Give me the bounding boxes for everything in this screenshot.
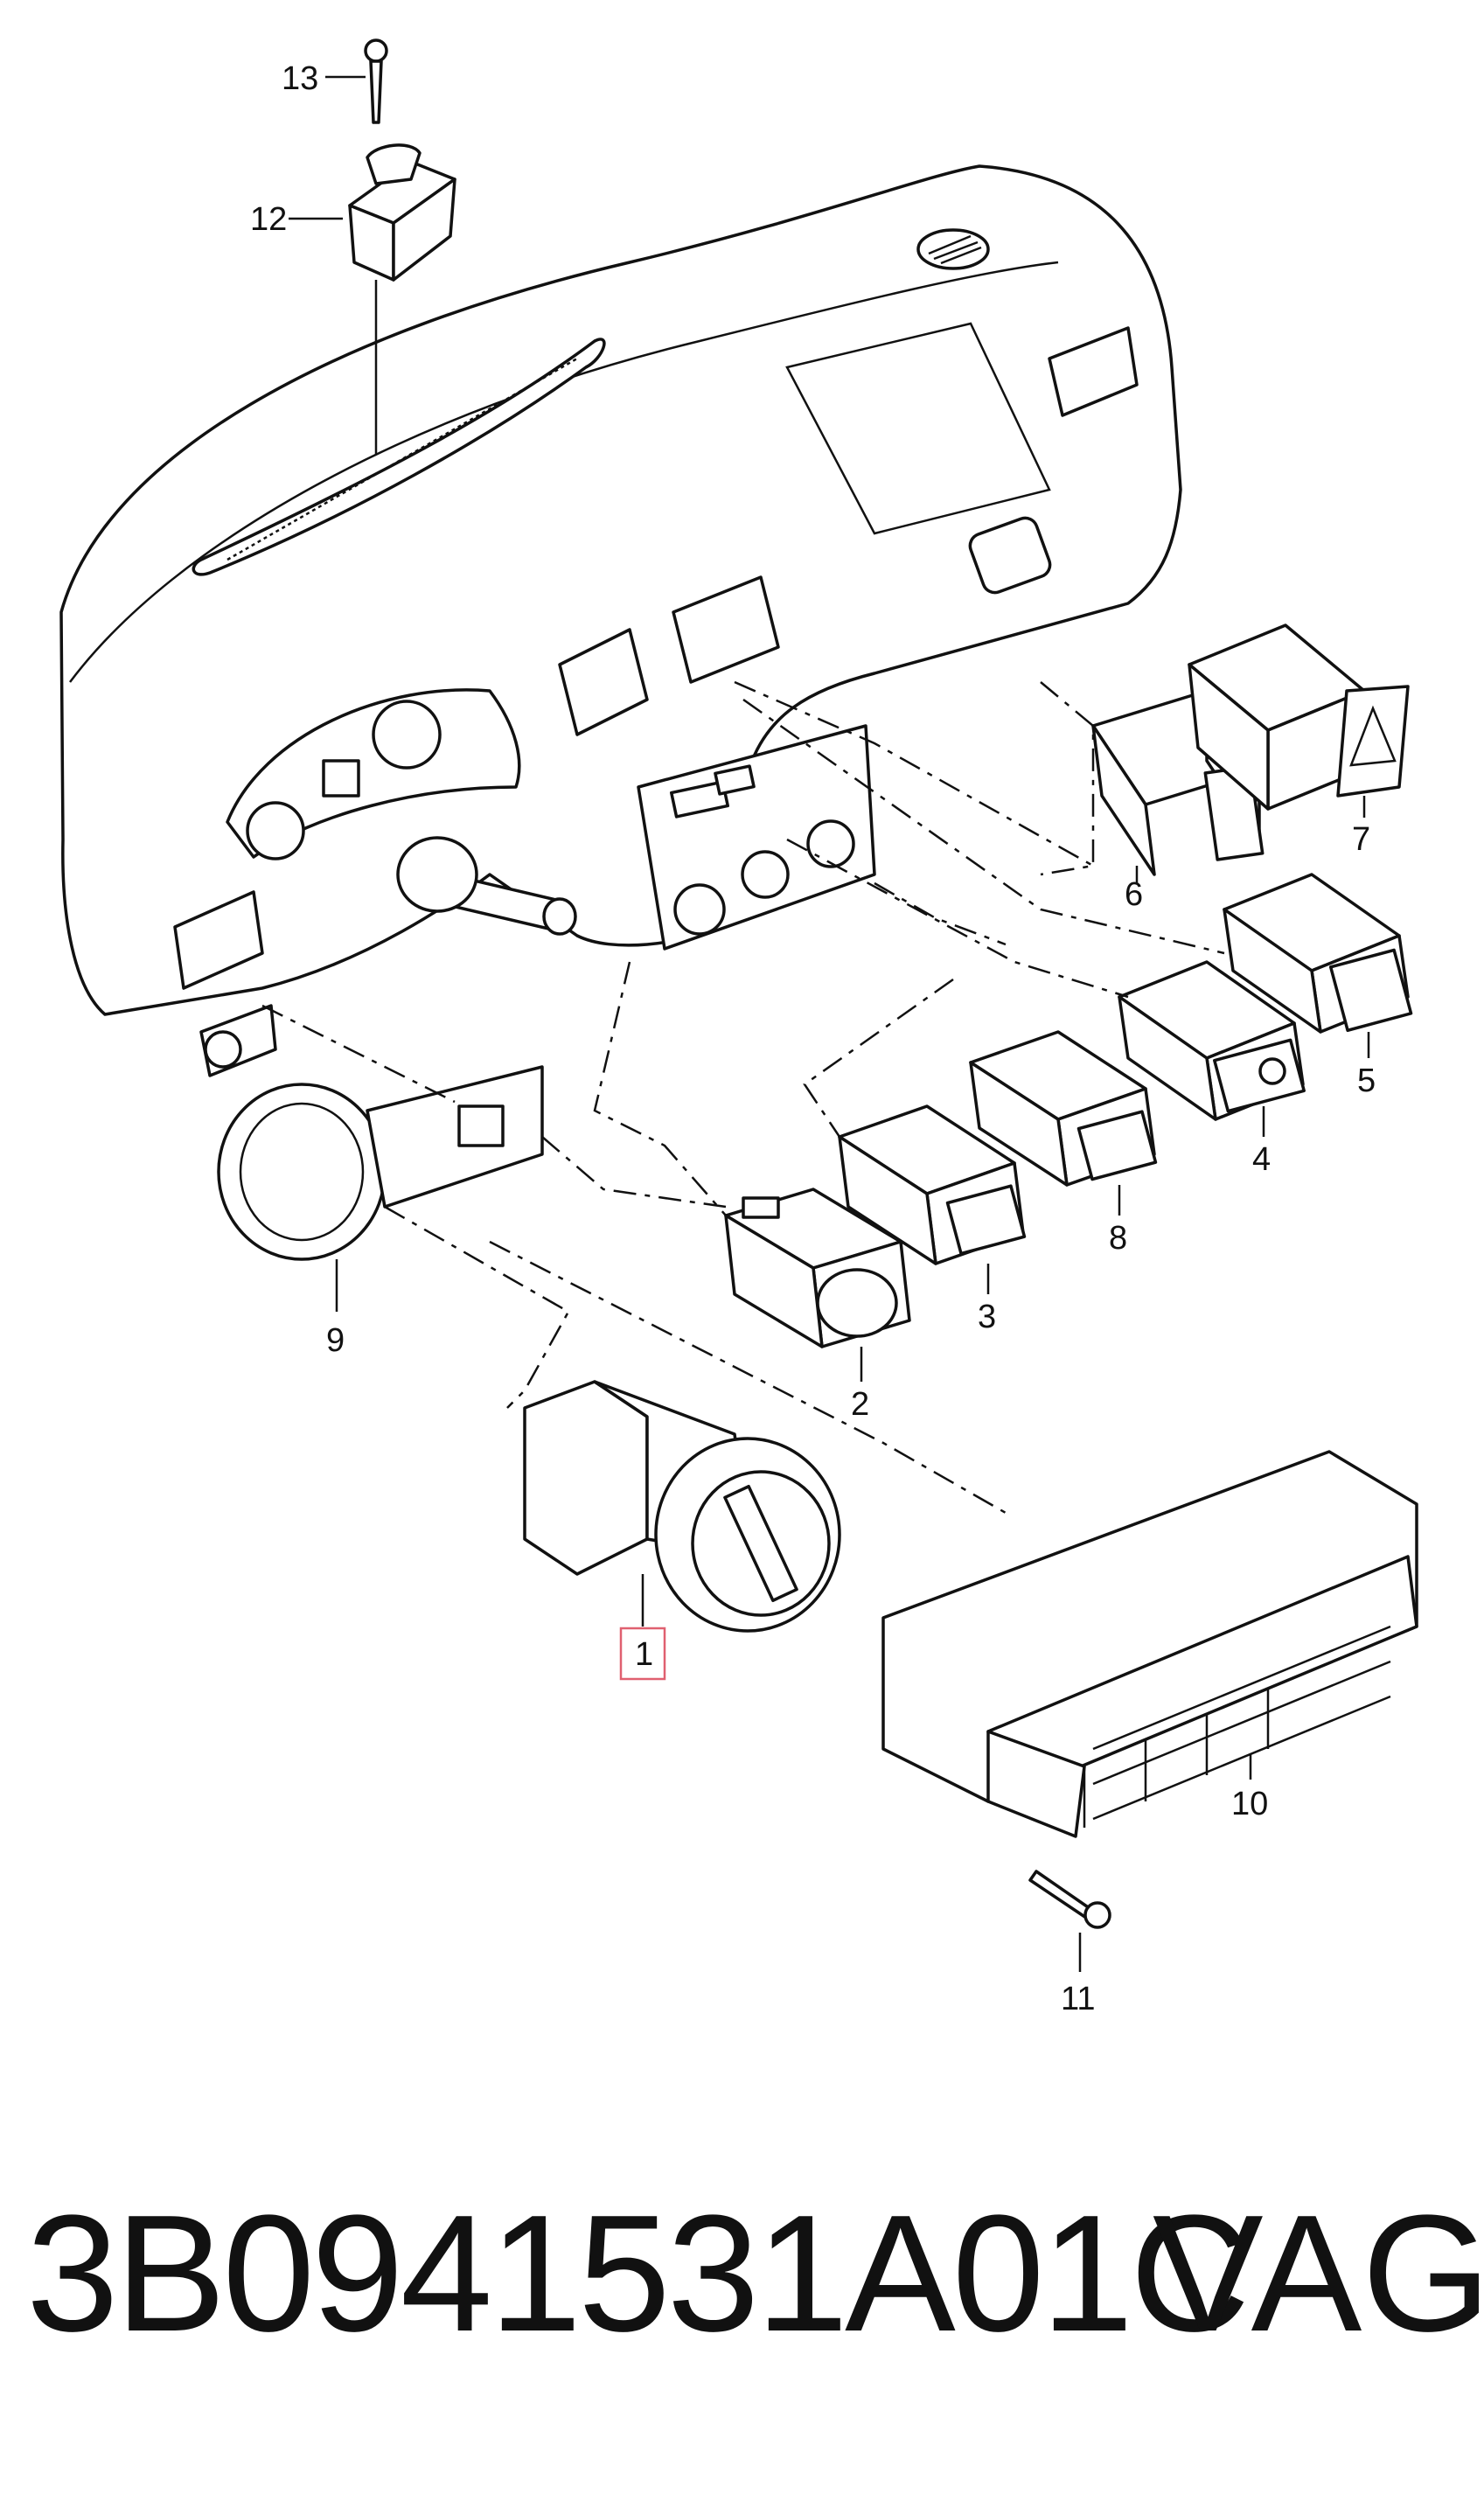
callout-8: 8 [1109,1220,1127,1257]
callout-1-highlight [619,1627,666,1681]
part-11-screw [1028,1870,1111,1929]
callout-3: 3 [978,1299,996,1335]
callout-13: 13 [282,60,318,97]
brand-name: VAG [1153,2181,1484,2366]
footer-caption: 3B0941531A01C VAG [0,2160,1484,2387]
callout-4: 4 [1252,1141,1271,1178]
part-9-bezel [217,1065,544,1261]
part-8-switch [969,1030,1158,1187]
part-4-switch [1118,960,1306,1121]
callout-10: 10 [1231,1786,1268,1822]
callout-6: 6 [1125,876,1143,913]
callout-12: 12 [250,201,287,238]
part-2-switch [724,1188,911,1348]
callout-1: 1 [635,1636,653,1673]
callout-labels: 13 12 7 6 5 4 8 3 2 9 1 10 11 [250,60,1376,2017]
callout-9: 9 [326,1322,345,1359]
part-5-switch [1223,873,1413,1034]
part-3-switch [838,1104,1027,1265]
part-10-climate-control [881,1450,1418,1838]
part-13-screw [364,38,388,124]
connection-lines [261,680,1225,1515]
part-1-light-switch [523,1380,841,1633]
part-7-switch [1188,624,1410,811]
callout-7: 7 [1352,821,1370,858]
part-12-switch [348,143,456,282]
callout-11: 11 [1061,1981,1095,2017]
part-number: 3B0941531A01C [26,2181,1250,2366]
callout-2: 2 [851,1386,869,1423]
callout-5: 5 [1357,1062,1376,1099]
dashboard [59,164,1182,1077]
